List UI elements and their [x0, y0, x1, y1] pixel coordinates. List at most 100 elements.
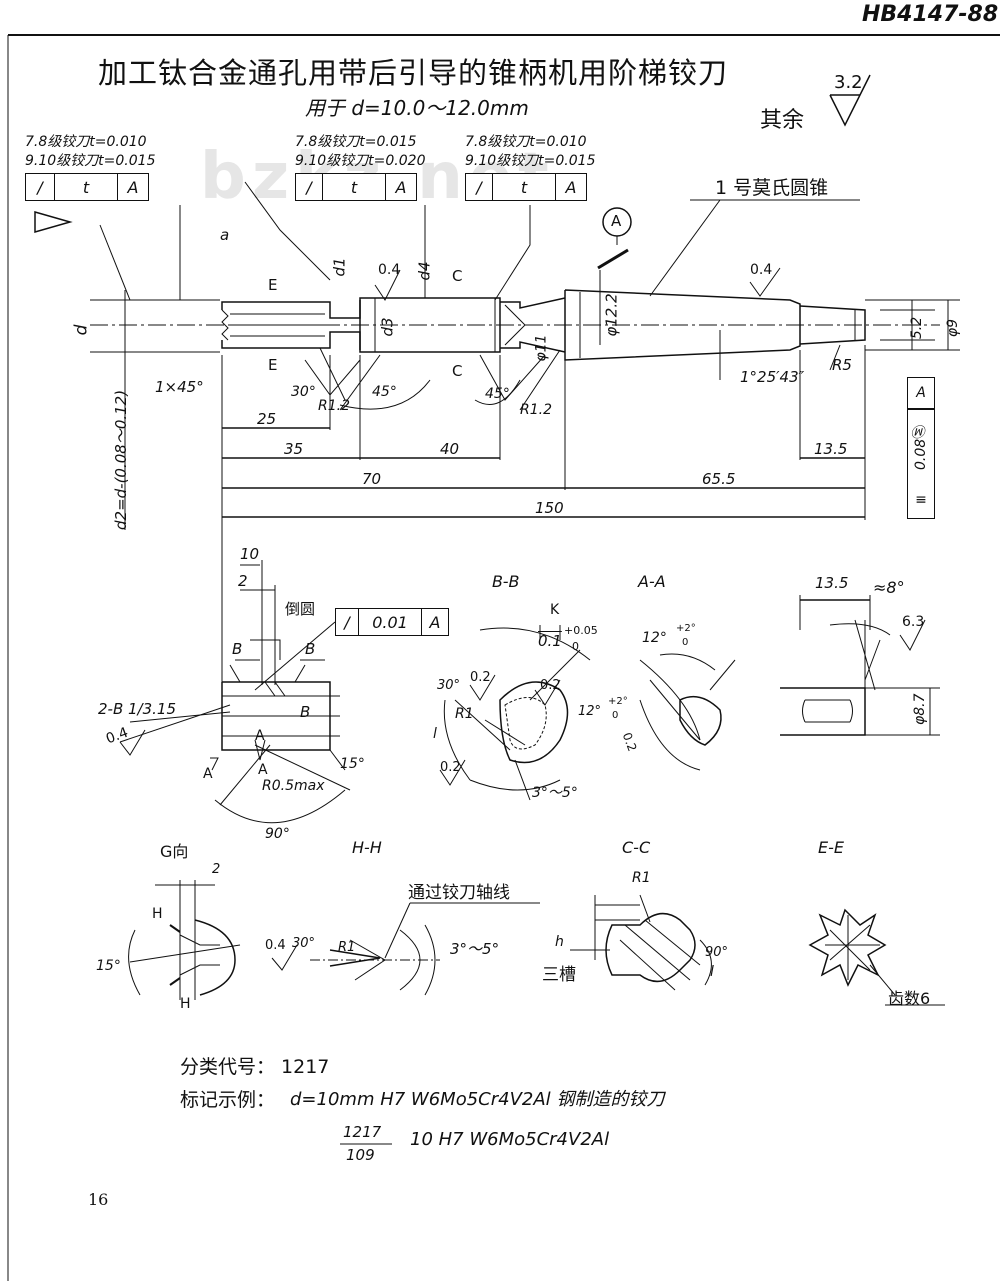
cc-h: h	[555, 934, 564, 950]
fcf-runout-right: / t A	[465, 173, 587, 201]
label-phi12: φ12.2	[602, 293, 621, 337]
runout-symbol: /	[26, 174, 55, 200]
page-number: 16	[88, 1190, 109, 1209]
tol-note-right-1: 7.8级铰刀t=0.010	[465, 134, 587, 150]
ee-section	[808, 908, 887, 987]
page-title: 加工钛合金通孔用带后引导的锥柄机用阶梯铰刀	[98, 56, 729, 90]
dim-150: 150	[535, 499, 564, 517]
datum-circle-label: A	[611, 212, 622, 230]
hh-note: 通过铰刀轴线	[408, 883, 510, 903]
label-ra-0-4-left: 0.4	[378, 262, 401, 278]
label-45deg-left: 45°	[372, 384, 397, 400]
doc-number: HB4147-88	[862, 2, 999, 27]
hh-ra: 0.4	[265, 938, 286, 953]
dim-40: 40	[440, 440, 460, 458]
tol-note-left-2: 9.10级铰刀t=0.015	[25, 153, 156, 169]
neck-bottom	[500, 341, 566, 353]
step-d4-body	[359, 297, 501, 353]
det-B-3: B	[300, 703, 311, 721]
example-label: 标记示例：	[180, 1089, 276, 1111]
det-R0-5: R0.5max	[262, 778, 325, 794]
ee-teeth: 齿数6	[888, 989, 931, 1008]
label-C-bottom: C	[452, 362, 463, 380]
bb-12deg: 12°	[578, 704, 602, 719]
hh-title: H-H	[352, 838, 382, 857]
dim-35: 35	[284, 440, 304, 458]
det-chamfer-label: 倒圆	[285, 600, 316, 618]
vfcf-datum: A	[908, 378, 934, 409]
label-a: a	[220, 226, 230, 244]
dr-13-5: 13.5	[815, 574, 849, 592]
tol-note-mid-1: 7.8级铰刀t=0.015	[295, 134, 417, 150]
det-90deg: 90°	[265, 826, 290, 842]
bb-R1: R1	[455, 706, 474, 722]
neck-top	[500, 297, 566, 309]
aa-tol-up: +2°	[676, 623, 696, 634]
det-B-2: B	[305, 640, 316, 658]
det-15deg: 15°	[340, 756, 365, 772]
example-line2: 10 H7 W6Mo5Cr4V2Al	[410, 1129, 610, 1150]
bb-K: K	[550, 602, 560, 618]
label-phi9: φ9	[945, 318, 962, 338]
det-center-hole: 2-B 1/3.15	[98, 700, 177, 718]
g-2: 2	[212, 862, 221, 877]
det-B-1: B	[232, 640, 243, 658]
label-C-top: C	[452, 267, 463, 285]
label-chamfer: 1×45°	[155, 378, 204, 396]
bb-title: B-B	[492, 572, 520, 591]
bb-val: 0.1	[538, 632, 562, 650]
hh-R1: R1	[338, 940, 356, 955]
g-title: G向	[160, 842, 189, 861]
bb-30deg: 30°	[437, 678, 461, 693]
tol-note-mid-2: 9.10级铰刀t=0.020	[295, 153, 426, 169]
runout-tol: t	[493, 174, 556, 200]
bb-3-5deg: 3°～5°	[532, 785, 578, 801]
example-frac-den: 109	[346, 1146, 375, 1164]
runout-datum: A	[565, 177, 577, 197]
label-45deg-right: 45°	[485, 386, 510, 402]
label-d4: d4	[415, 261, 434, 281]
label-taper-angle: 1°25′43″	[740, 368, 805, 386]
det-dim-10: 10	[240, 545, 260, 563]
vfcf-tol: 0.08Ⓜ	[908, 409, 934, 485]
dim-13-5: 13.5	[814, 440, 848, 458]
det-A-3: A	[255, 728, 265, 744]
bb-12deg-tol-up: +2°	[608, 696, 628, 707]
page-subtitle: 用于 d=10.0～12.0mm	[305, 96, 529, 120]
cc-section	[605, 912, 696, 983]
head-bottom-outline	[221, 331, 361, 350]
det-A-1: A	[203, 766, 213, 782]
label-ra-0-4-right: 0.4	[750, 262, 773, 278]
hh-3-5deg: 3°～5°	[450, 940, 500, 958]
aa-12deg: 12°	[642, 630, 667, 646]
aa-tooth	[679, 695, 722, 746]
g-15deg: 15°	[96, 958, 121, 974]
runout-datum: A	[127, 177, 139, 197]
chamfer-symbol: /	[336, 609, 359, 635]
det-A-2: A	[258, 762, 268, 778]
label-R1-2-left: R1.2	[318, 398, 350, 414]
cc-l: l	[710, 964, 714, 980]
g-H-bottom: H	[180, 996, 191, 1012]
bb-12deg-tol-low: 0	[612, 710, 619, 721]
bb-tooth	[499, 681, 569, 764]
chamfer-datum: A	[429, 612, 441, 632]
cc-slots: 三槽	[542, 965, 576, 985]
dim-25: 25	[257, 410, 277, 428]
example-frac-num: 1217	[343, 1123, 382, 1141]
bb-02-a: 0.2	[470, 670, 491, 685]
hh-edge	[329, 949, 381, 967]
dr-phi8-7: φ8.7	[912, 693, 928, 726]
label-d2: d2=d-(0.08～0.12)	[112, 389, 130, 530]
cc-title: C-C	[622, 838, 651, 857]
dim-65-5: 65.5	[702, 470, 736, 488]
aa-tol-low: 0	[682, 637, 689, 648]
chamfer-tol: 0.01	[359, 609, 422, 635]
g-H-top: H	[152, 906, 163, 922]
aa-title: A-A	[638, 572, 666, 591]
det-dim-2: 2	[238, 572, 248, 590]
tol-note-left-1: 7.8级铰刀t=0.010	[25, 134, 147, 150]
surface-rest-value: 3.2	[834, 72, 863, 93]
bb-02-c: 0.2	[440, 760, 461, 775]
